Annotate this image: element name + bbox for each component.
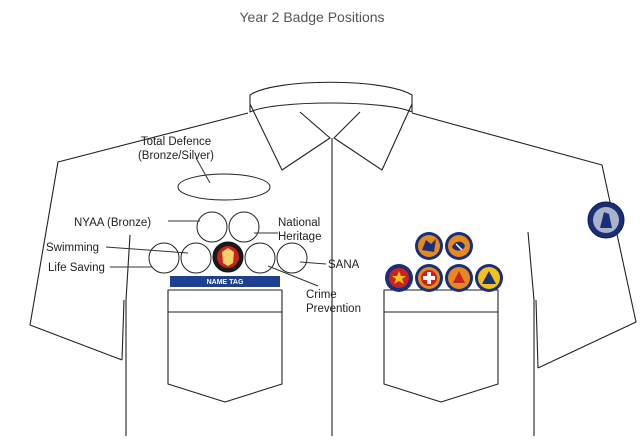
left-pocket-body xyxy=(167,312,283,403)
sleeve-emblem-icon xyxy=(587,201,625,239)
right-collar-point xyxy=(333,103,413,171)
civil-defence-badge-icon xyxy=(475,264,503,292)
left-collar-point xyxy=(249,103,331,171)
crime-prevention-leader xyxy=(267,265,319,287)
swimming-label: Swimming xyxy=(46,242,99,254)
left-pocket xyxy=(167,289,283,403)
right-pocket-flap xyxy=(383,289,499,313)
right-body-side xyxy=(527,231,535,436)
left-body-side xyxy=(125,234,131,436)
total-defence-leader xyxy=(195,157,211,184)
name-tag xyxy=(170,276,280,287)
left-sleeve-hem xyxy=(121,299,125,361)
name-tag-text: NAME TAG xyxy=(207,279,244,286)
life-saving-label: Life Saving xyxy=(48,262,105,274)
center-crest-badge xyxy=(212,241,244,273)
pocket-badge-group xyxy=(385,232,503,292)
sana-label: SANA xyxy=(328,259,360,271)
total-defence-label-line2: (Bronze/Silver) xyxy=(138,150,214,162)
right-pocket-body xyxy=(383,312,499,403)
crime-prevention-label-line1: Crime xyxy=(306,289,337,301)
diagram-title: Year 2 Badge Positions xyxy=(239,9,384,25)
nyaa-slot xyxy=(196,211,228,243)
right-shoulder xyxy=(411,112,637,369)
left-shoulder xyxy=(29,112,249,361)
crest-shield xyxy=(222,248,234,266)
sana-leader xyxy=(299,261,327,265)
national-heritage-label-line1: National xyxy=(278,217,320,229)
right-pocket xyxy=(383,289,499,403)
swimming-slot xyxy=(180,242,212,274)
red-star-badge-icon xyxy=(385,264,413,292)
crime-prevention-label-line2: Prevention xyxy=(306,303,361,315)
left-pocket-flap xyxy=(167,289,283,313)
national-heritage-label-line2: Heritage xyxy=(278,231,321,243)
fire-badge-icon xyxy=(445,264,473,292)
sana-slot xyxy=(276,242,308,274)
national-heritage-slot xyxy=(228,211,260,243)
red-cross-badge-icon xyxy=(415,264,443,292)
right-sleeve-hem xyxy=(535,299,539,369)
knot-badge-icon xyxy=(445,232,473,260)
collar-band xyxy=(249,81,413,113)
nyaa-label: NYAA (Bronze) xyxy=(74,217,151,229)
total-defence-slot xyxy=(177,173,271,201)
life-saving-slot xyxy=(148,242,180,274)
crime-prevention-slot xyxy=(244,242,276,274)
total-defence-label-line1: Total Defence xyxy=(141,136,211,148)
swimming-leader xyxy=(105,246,189,254)
shirt-outline xyxy=(29,81,637,436)
eagle-badge-icon xyxy=(415,232,443,260)
